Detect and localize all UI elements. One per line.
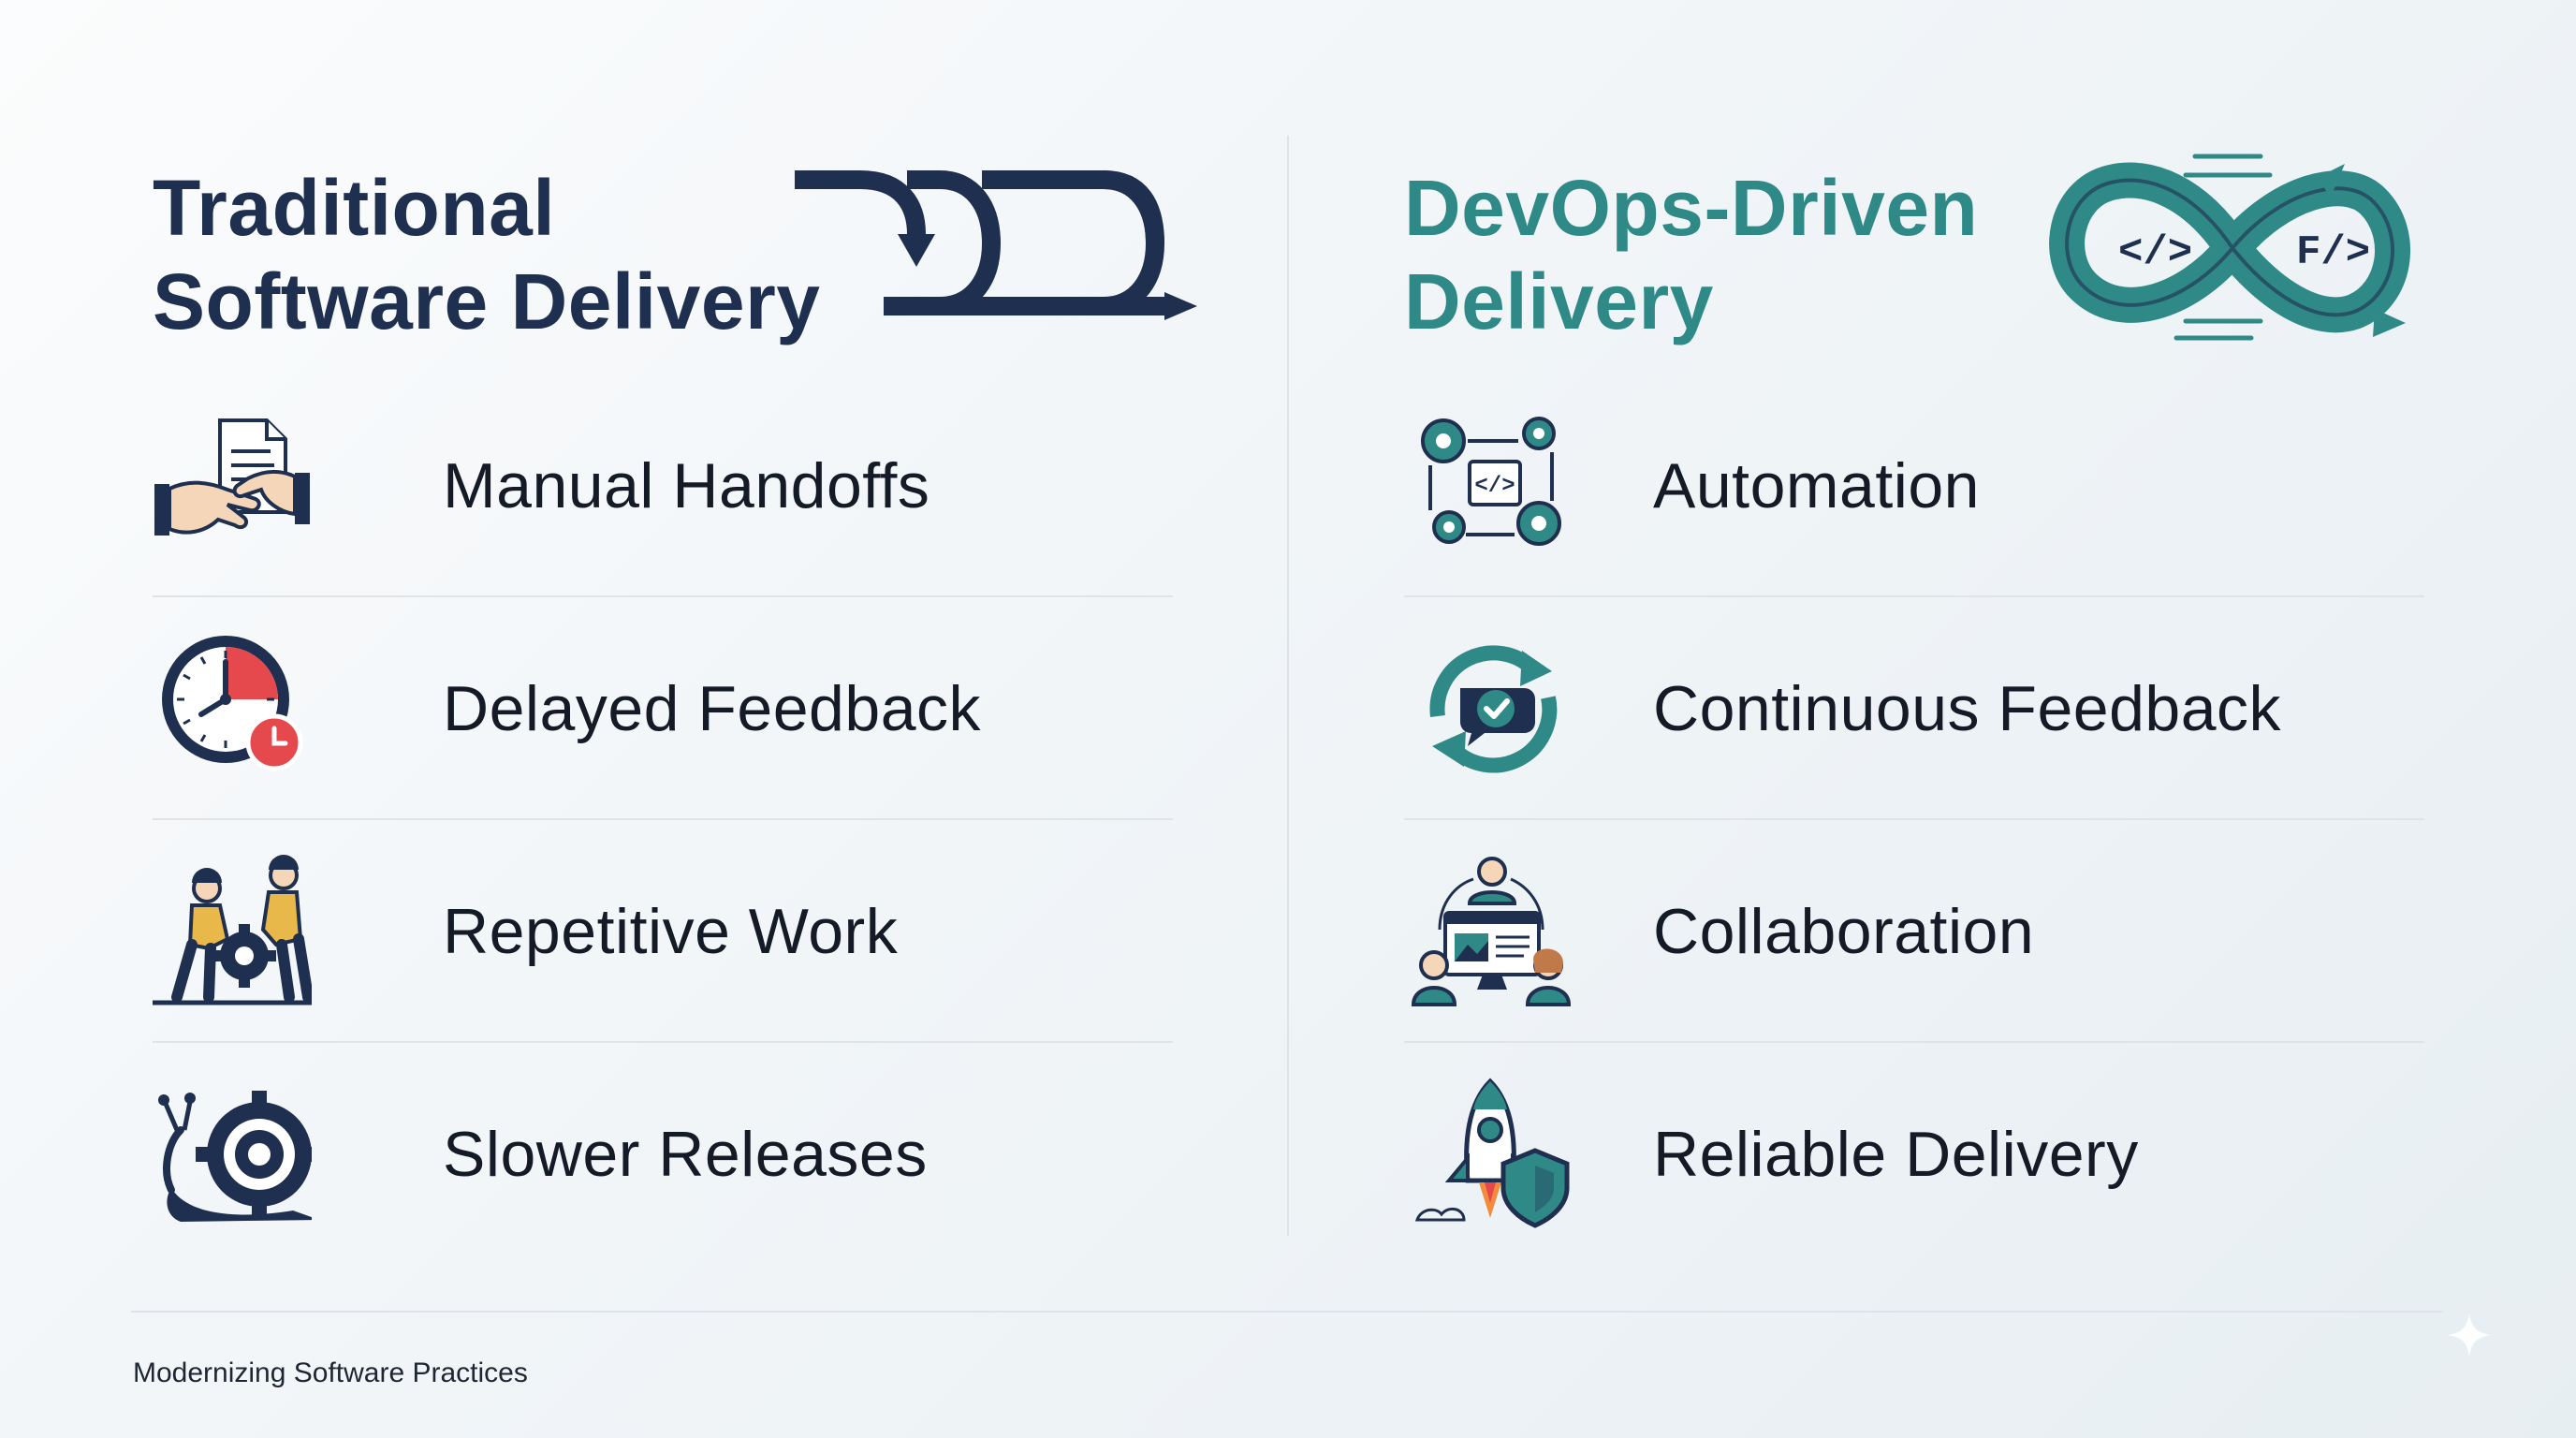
- code-left-text: </>: [2118, 229, 2192, 276]
- devops-item-label: Automation: [1653, 450, 1980, 521]
- traditional-title-line2: Software Delivery: [153, 257, 821, 345]
- traditional-item-label: Slower Releases: [443, 1119, 928, 1190]
- team-monitor-icon: [1412, 857, 1571, 1006]
- workers-gear-icon: [153, 855, 312, 1005]
- devops-infinity-icon: </> F/>: [2049, 154, 2410, 341]
- devops-item-automation: </> Automation: [1404, 374, 2424, 597]
- clock-icon: [162, 636, 303, 771]
- traditional-item-delayed-feedback: Delayed Feedback: [153, 597, 1173, 820]
- row-divider: [153, 1041, 1173, 1043]
- svg-text:</>: </>: [1474, 474, 1515, 499]
- rocket-shield-icon: [1414, 1078, 1570, 1228]
- curved-arrows-icon: [795, 170, 1197, 320]
- traditional-item-label: Manual Handoffs: [443, 450, 930, 521]
- devops-item-collaboration: Collaboration: [1404, 820, 2424, 1043]
- traditional-item-label: Delayed Feedback: [443, 673, 982, 744]
- devops-item-label: Collaboration: [1653, 896, 2035, 967]
- devops-item-reliable-delivery: Reliable Delivery: [1404, 1043, 2424, 1266]
- column-divider: [1287, 136, 1289, 1236]
- code-right-text: F/>: [2296, 229, 2370, 276]
- traditional-item-manual-handoffs: Manual Handoffs: [153, 374, 1173, 597]
- row-divider: [1404, 595, 2424, 597]
- row-divider: [1404, 818, 2424, 820]
- devops-title-line2: Delivery: [1404, 257, 1714, 345]
- devops-item-label: Continuous Feedback: [1653, 673, 2282, 744]
- devops-item-continuous-feedback: Continuous Feedback: [1404, 597, 2424, 820]
- feedback-cycle-icon: [1429, 645, 1558, 773]
- row-divider: [1404, 1041, 2424, 1043]
- snail-gear-icon: [158, 1091, 312, 1222]
- row-divider: [153, 818, 1173, 820]
- footer-caption: Modernizing Software Practices: [133, 1357, 528, 1388]
- traditional-item-repetitive-work: Repetitive Work: [153, 820, 1173, 1043]
- devops-item-label: Reliable Delivery: [1653, 1119, 2139, 1190]
- footer-divider: [131, 1311, 2443, 1313]
- gears-code-icon: </>: [1421, 417, 1561, 546]
- row-divider: [153, 595, 1173, 597]
- traditional-title: Traditional Software Delivery: [153, 161, 820, 348]
- traditional-title-line1: Traditional: [153, 164, 556, 252]
- traditional-item-slower-releases: Slower Releases: [153, 1043, 1173, 1266]
- sparkle-icon: [2447, 1313, 2492, 1357]
- handoff-document-icon: [154, 418, 310, 536]
- devops-title-line1: DevOps-Driven: [1404, 164, 1979, 252]
- traditional-item-label: Repetitive Work: [443, 896, 899, 967]
- devops-title: DevOps-Driven Delivery: [1404, 161, 1978, 348]
